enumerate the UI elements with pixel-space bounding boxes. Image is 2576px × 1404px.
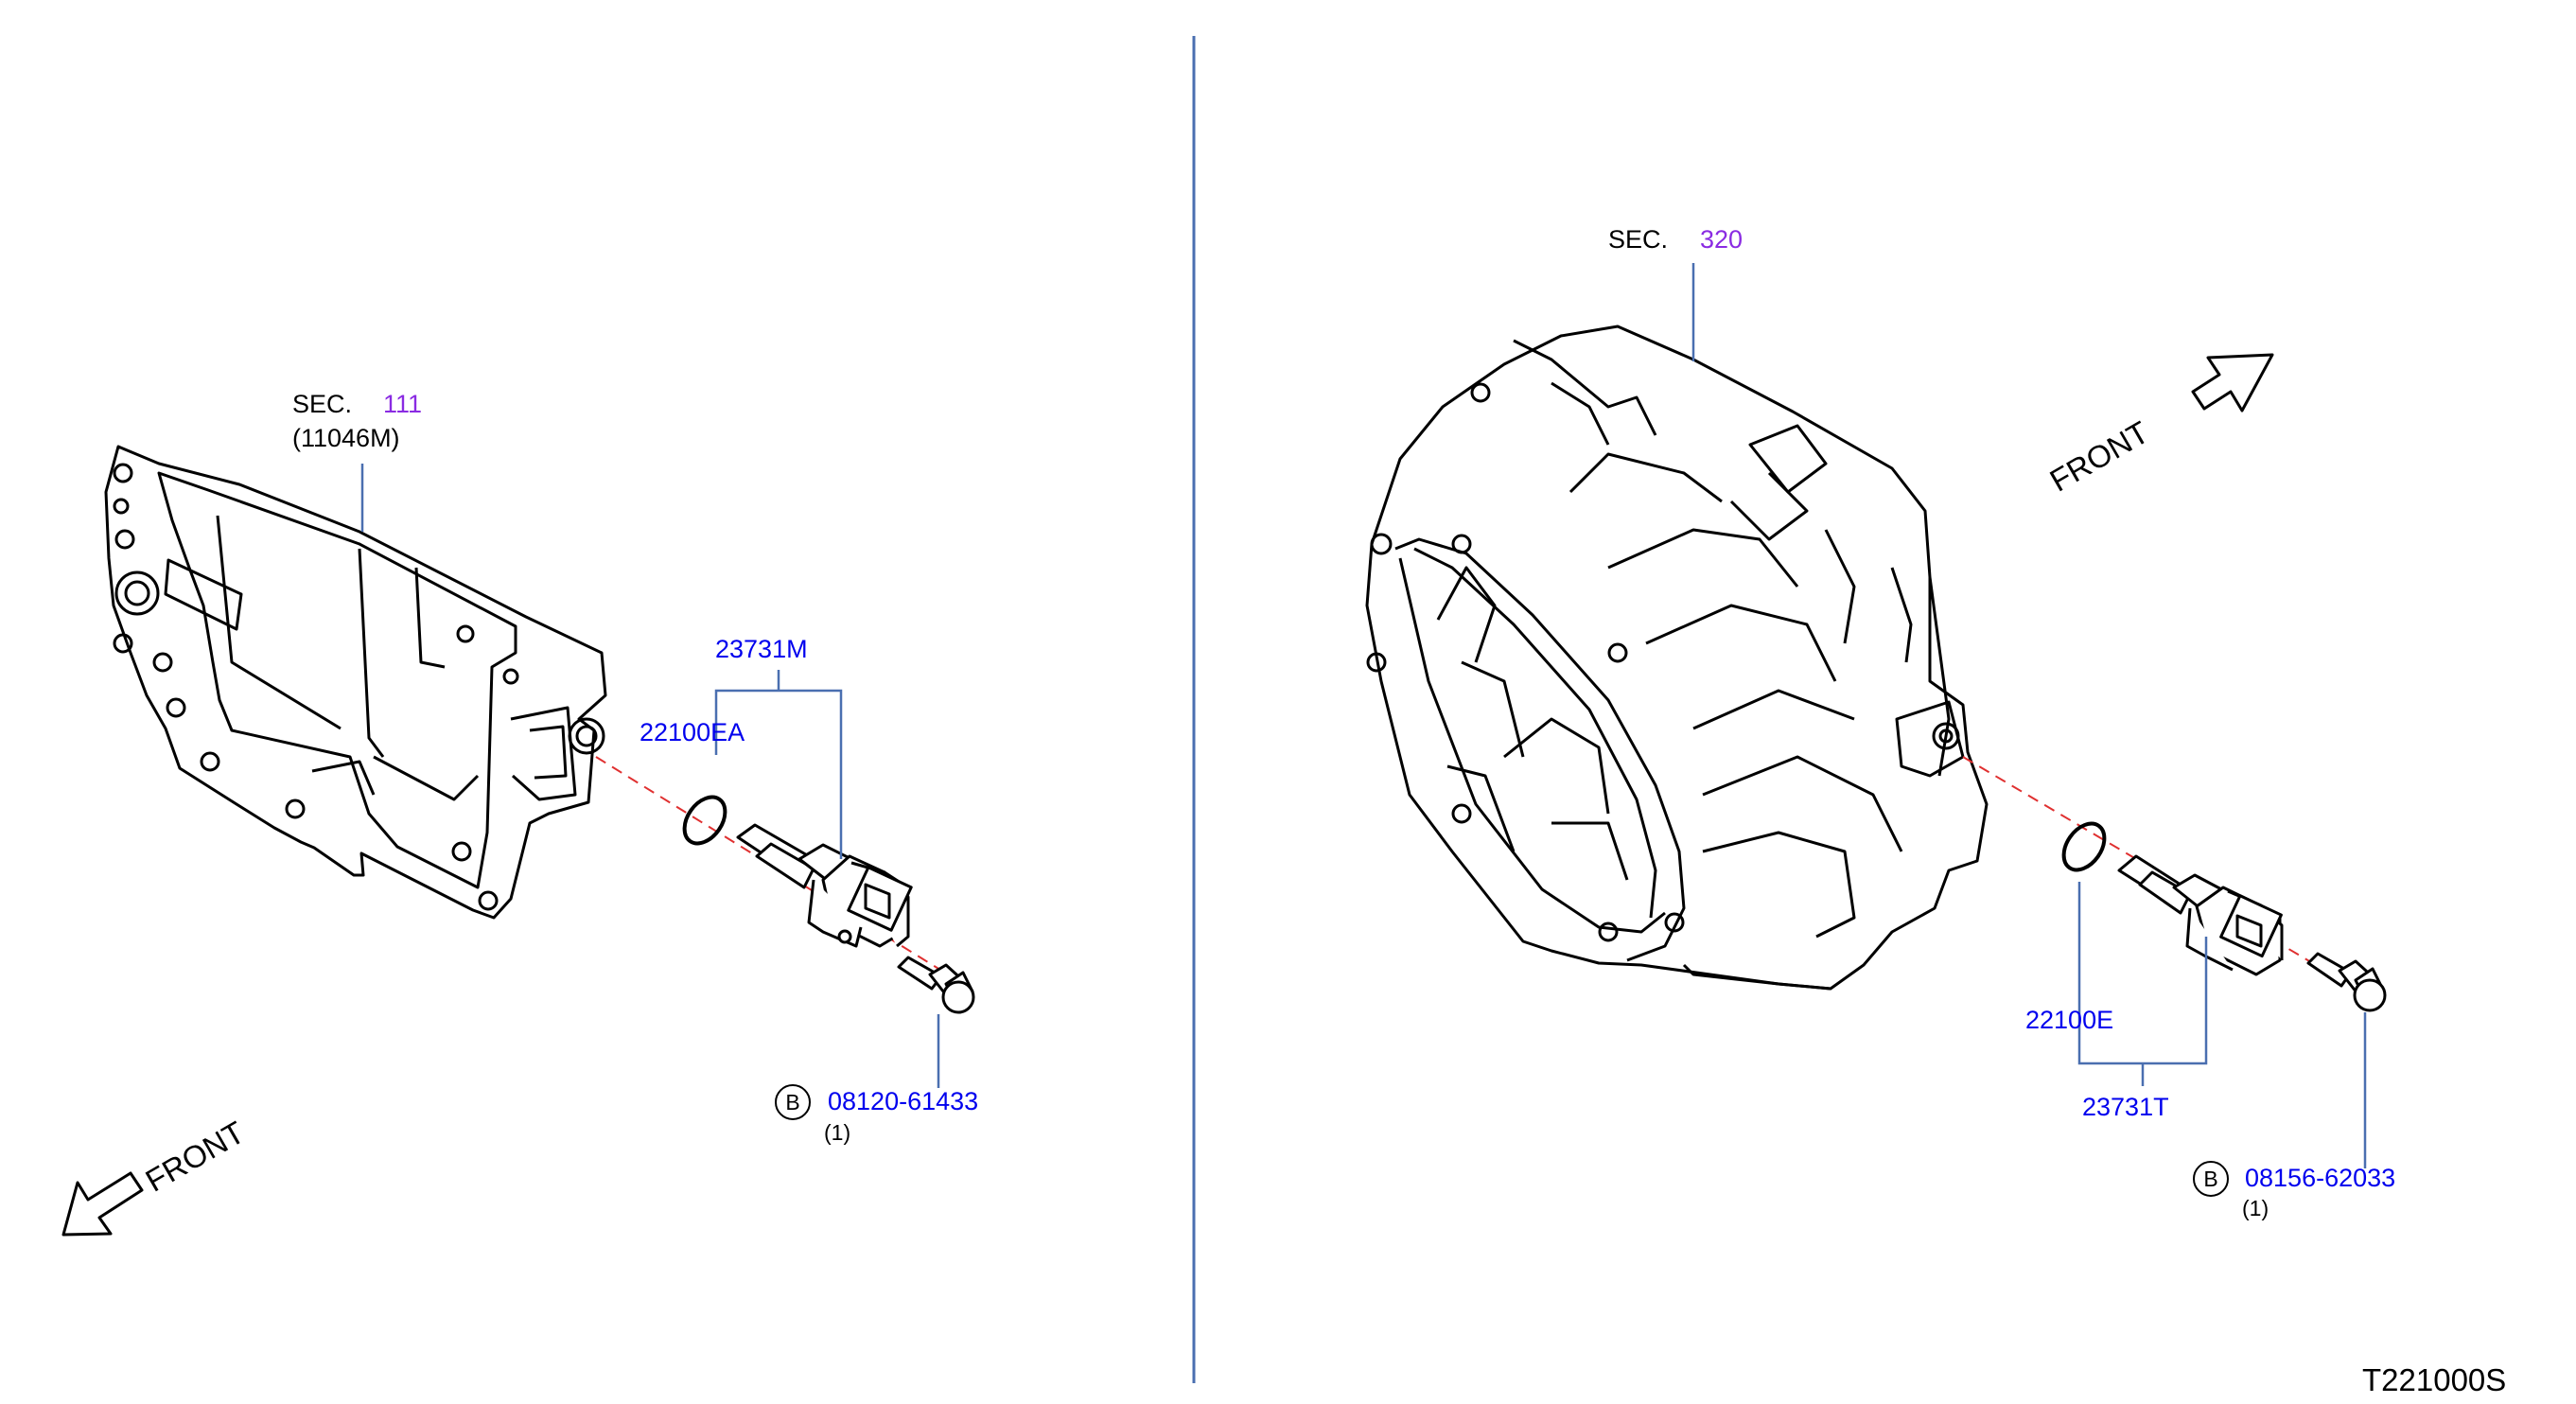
left-sec-sub: (11046M) [292, 424, 400, 452]
right-oring [2061, 821, 2107, 872]
left-bolt-marker: B [775, 1084, 811, 1120]
right-sec-number[interactable]: 320 [1700, 225, 1744, 254]
right-bolt-part[interactable]: 08156-62033 [2245, 1164, 2396, 1192]
left-bolt [897, 956, 975, 1014]
right-oring-part[interactable]: 22100E [2025, 1006, 2114, 1034]
left-housing [104, 445, 607, 920]
right-sensor-leader [2077, 882, 2208, 1065]
right-bellhousing [1365, 325, 1989, 991]
right-bolt-qty: (1) [2242, 1196, 2269, 1220]
left-bolt-part[interactable]: 08120-61433 [828, 1087, 979, 1115]
left-front-arrow [61, 1171, 144, 1237]
right-sensor [2117, 854, 2284, 976]
left-sec-number[interactable]: 111 [383, 390, 423, 418]
left-bolt-qty: (1) [824, 1120, 851, 1145]
left-sensor-leader [714, 689, 843, 859]
right-sec-label: SEC. [1608, 225, 1669, 254]
diagram-code: T221000S [2362, 1362, 2507, 1397]
right-front-arrow [2191, 353, 2274, 412]
left-sec-label: SEC. [292, 390, 353, 418]
left-oring-part[interactable]: 22100EA [640, 718, 745, 746]
left-sensor [736, 823, 913, 948]
left-sensor-part[interactable]: 23731M [715, 635, 808, 663]
right-bolt-marker: B [2193, 1161, 2229, 1197]
right-bolt [2306, 952, 2387, 1012]
left-oring [682, 795, 727, 846]
right-sensor-part[interactable]: 23731T [2082, 1093, 2169, 1121]
